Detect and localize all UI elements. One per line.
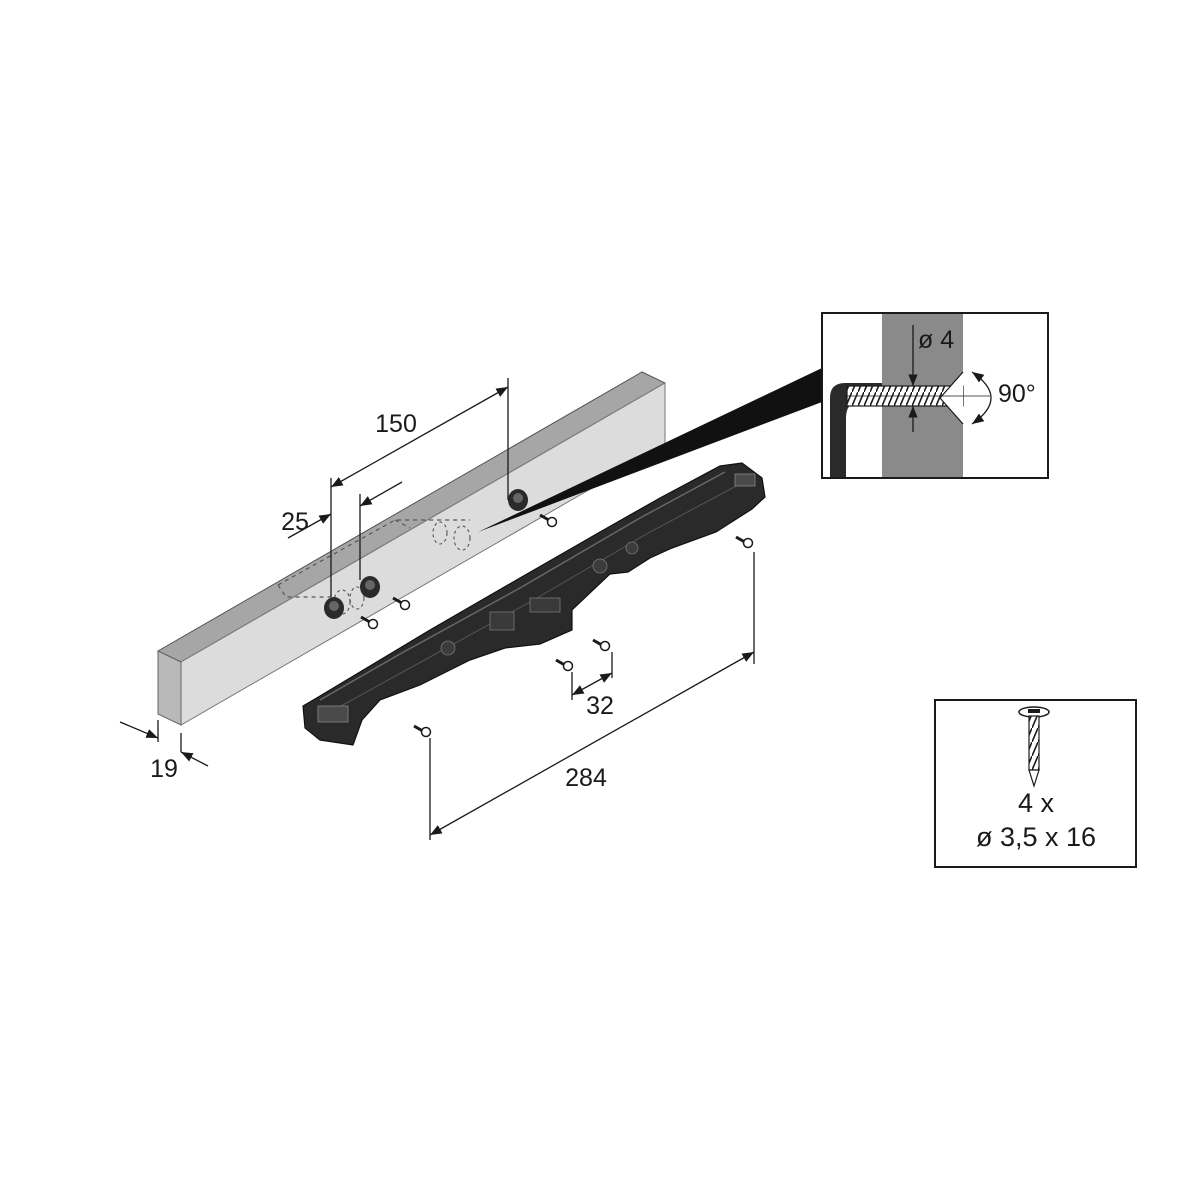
hole-ghost	[432, 521, 448, 545]
hole-ghost	[349, 586, 365, 610]
dimension-150: 150	[330, 378, 509, 597]
bushing-middle	[360, 576, 380, 598]
dimension-label-25: 25	[281, 508, 309, 536]
runner-rib	[440, 640, 456, 656]
screw-icon	[360, 615, 379, 630]
runner-end-cap	[317, 705, 349, 723]
dimension-label-284: 284	[565, 764, 607, 792]
dimension-19: 19	[119, 720, 209, 783]
drill-outline	[277, 519, 470, 598]
runner-rib	[625, 541, 639, 555]
panel-end-face	[157, 650, 182, 726]
drill-detail-box: ø 4 90°	[821, 312, 1049, 479]
runner-rib	[489, 611, 515, 631]
detail-countersink-angle: 90°	[998, 380, 1036, 408]
dimension-25: 25	[281, 481, 403, 580]
wooden-panel	[156, 371, 667, 726]
bushing-rear	[508, 489, 528, 511]
hole-ghost	[453, 525, 471, 551]
bushing-front	[324, 597, 344, 619]
dimension-32: 32	[571, 652, 614, 720]
detail-countersink	[940, 372, 963, 424]
screw-icon	[592, 638, 611, 652]
runner-rib	[529, 597, 561, 613]
wood-screw-icon	[1018, 706, 1050, 789]
screw-icon	[735, 535, 754, 549]
screw-size: ø 3,5 x 16	[976, 822, 1096, 852]
dimension-284: 284	[429, 552, 755, 840]
runner-end-cap	[734, 473, 756, 487]
screw-icon	[413, 724, 432, 738]
runner-rib	[592, 558, 608, 574]
drawer-runner	[302, 462, 766, 746]
screw-icon	[555, 658, 574, 672]
runner-edge	[319, 471, 726, 701]
screw-spec-box: 4 x ø 3,5 x 16	[934, 699, 1137, 868]
screw-icon	[539, 513, 558, 528]
screw-quantity: 4 x	[1018, 788, 1055, 818]
dimension-label-150: 150	[375, 410, 417, 438]
screw-icon	[392, 596, 411, 611]
dimension-label-32: 32	[586, 692, 614, 720]
detail-bracket	[830, 383, 882, 477]
dimension-label-19: 19	[150, 755, 178, 783]
detail-leader	[478, 368, 822, 532]
detail-hole-diameter: ø 4	[918, 326, 954, 354]
